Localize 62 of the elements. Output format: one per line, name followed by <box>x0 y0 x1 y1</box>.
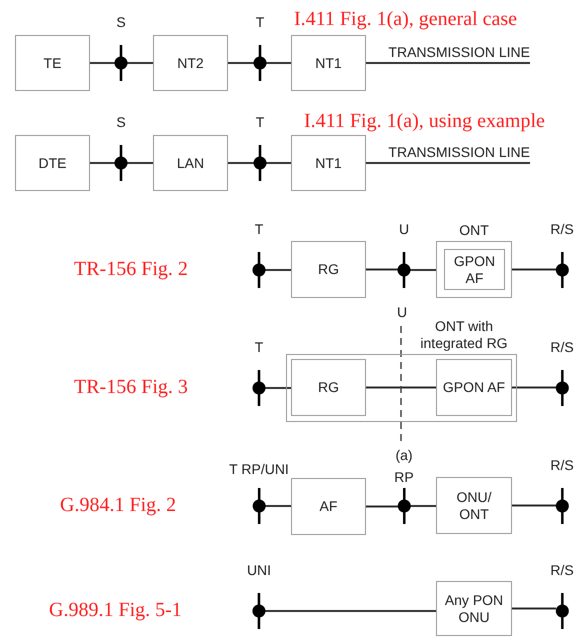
group-heading: ONT with integrated RG <box>419 318 509 352</box>
reference-point-label: R/S <box>550 457 574 474</box>
function-box: TE <box>15 35 90 91</box>
connector-line <box>265 610 436 612</box>
reference-point-label: RP <box>394 469 414 486</box>
group-heading: ONT <box>458 222 490 239</box>
reference-point-label: R/S <box>550 221 574 238</box>
function-box: GPON AF <box>444 249 505 290</box>
function-box: GPON AF <box>436 359 512 416</box>
reference-point-label: U <box>398 221 410 238</box>
reference-point-label: UNI <box>246 562 272 579</box>
function-box: AF <box>291 478 366 535</box>
connector-line <box>512 608 556 610</box>
connector-line <box>366 386 436 388</box>
edge-label: TRANSMISSION LINE <box>388 44 530 60</box>
function-box: RG <box>291 359 366 416</box>
connector-line <box>512 386 556 388</box>
connector-line <box>265 387 291 389</box>
figure-caption: TR-156 Fig. 2 <box>74 257 188 282</box>
connector-line <box>265 505 291 507</box>
connector-line <box>228 162 254 164</box>
connector-line <box>265 269 291 271</box>
connector-line <box>366 506 398 508</box>
reference-point-label: S <box>116 114 126 131</box>
connector-line <box>228 62 254 64</box>
figure-caption: I.411 Fig. 1(a), general case <box>294 7 518 32</box>
connector-line <box>90 162 115 164</box>
figure-caption: TR-156 Fig. 3 <box>74 375 188 400</box>
reference-point-label: T <box>254 221 264 238</box>
reference-point-label: T RP/UNI <box>229 461 289 478</box>
edge-label: TRANSMISSION LINE <box>388 144 530 160</box>
connector-line <box>266 162 291 164</box>
reference-point-label: R/S <box>550 562 574 579</box>
figure-caption: G.989.1 Fig. 5-1 <box>49 598 182 623</box>
connector-line <box>512 268 556 270</box>
function-box: NT2 <box>153 35 228 91</box>
reference-point-label: T <box>256 114 264 131</box>
function-box: NT1 <box>291 35 366 91</box>
reference-point-label: (a) <box>394 447 414 464</box>
connector-line <box>410 269 436 271</box>
reference-point-label: U <box>396 304 408 321</box>
connector-line <box>366 62 530 64</box>
function-box: Any PON ONU <box>436 581 512 636</box>
function-box: NT1 <box>291 135 366 191</box>
connector-line <box>90 62 115 64</box>
connector-line <box>366 162 530 164</box>
figure-caption: I.411 Fig. 1(a), using example <box>304 109 545 134</box>
connector-line <box>366 268 398 270</box>
connector-line <box>410 505 436 507</box>
connector-line <box>127 62 153 64</box>
reference-point-label: T <box>256 14 264 31</box>
connector-line <box>266 62 291 64</box>
figure-caption: G.984.1 Fig. 2 <box>60 493 176 518</box>
function-box: ONU/ ONT <box>436 477 512 534</box>
reference-point-label: S <box>116 14 126 31</box>
function-box: DTE <box>15 135 90 191</box>
connector-line <box>127 162 153 164</box>
connector-line <box>512 504 556 506</box>
reference-point-label: T <box>254 339 264 356</box>
reference-point-label: R/S <box>550 339 574 356</box>
function-box: RG <box>291 241 366 298</box>
function-box: LAN <box>153 135 228 191</box>
